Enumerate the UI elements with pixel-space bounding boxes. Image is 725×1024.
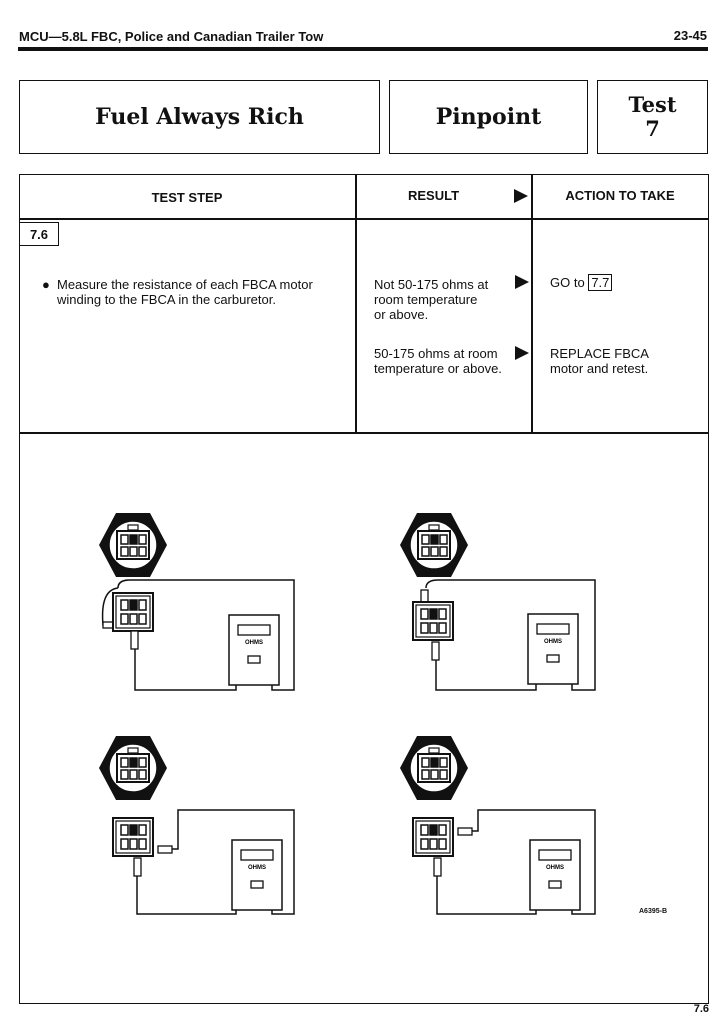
figure-code: A6395-B: [639, 908, 668, 915]
action-1: GO to 7.7: [550, 274, 613, 291]
action-line: REPLACE FBCA: [550, 346, 649, 361]
column-divider-1: [355, 174, 357, 433]
ohmmeter: [231, 839, 283, 911]
result-2: 50-175 ohms at room temperature or above…: [374, 346, 519, 376]
ohmmeter: [228, 614, 280, 686]
test-step-text: ● Measure the resistance of each FBCA mo…: [42, 277, 352, 307]
result-line: or above.: [374, 307, 429, 322]
test-step-line: Measure the resistance of each FBCA moto…: [57, 277, 313, 292]
table-figure-divider: [19, 432, 709, 434]
arrow-icon: [515, 275, 529, 289]
result-line: 50-175 ohms at room: [374, 346, 498, 361]
action-line: motor and retest.: [550, 361, 649, 376]
connector-end-view: [399, 735, 469, 801]
page-number: 23-45: [673, 28, 707, 43]
action-text: GO to: [550, 275, 585, 290]
header-rule: [18, 47, 708, 51]
meter-label: OHMS: [245, 640, 263, 646]
connector-end-view: [98, 512, 168, 578]
table-header-divider: [19, 218, 709, 220]
test-label: Test: [628, 92, 677, 117]
meter-label: OHMS: [248, 865, 266, 871]
ohmmeter: [527, 613, 579, 685]
connector-end-view: [399, 512, 469, 578]
result-line: Not 50-175 ohms at: [374, 277, 489, 292]
arrow-icon: [515, 346, 529, 360]
section-title: MCU—5.8L FBC, Police and Canadian Traile…: [19, 29, 324, 44]
test-step-line: winding to the FBCA in the carburetor.: [57, 292, 276, 307]
result-line: room temperature: [374, 292, 478, 307]
footer-page-ref: 7.6: [693, 1003, 709, 1015]
col-header-action: ACTION TO TAKE: [565, 188, 675, 203]
col-header-result: RESULT: [407, 188, 460, 203]
column-divider-2: [531, 174, 533, 433]
fbca-connector: [112, 592, 154, 632]
meter-label: OHMS: [544, 639, 562, 645]
fbca-connector: [412, 817, 454, 857]
connector-end-view: [98, 735, 168, 801]
bullet-icon: ●: [42, 277, 50, 292]
arrow-icon: [514, 189, 528, 203]
action-2: REPLACE FBCA motor and retest.: [550, 346, 649, 376]
meter-label: OHMS: [546, 865, 564, 871]
test-number-box: Test 7: [597, 80, 708, 154]
result-1: Not 50-175 ohms at room temperature or a…: [374, 277, 514, 322]
fbca-connector: [112, 817, 154, 857]
pinpoint-title: Pinpoint: [389, 80, 588, 154]
ohmmeter: [529, 839, 581, 911]
test-number: 7: [645, 116, 660, 141]
fbca-connector: [412, 601, 454, 641]
col-header-test-step: TEST STEP: [151, 190, 223, 205]
result-line: temperature or above.: [374, 361, 502, 376]
problem-title: Fuel Always Rich: [19, 80, 380, 154]
step-reference[interactable]: 7.7: [588, 274, 613, 291]
step-id: 7.6: [19, 222, 59, 246]
test-table: [19, 174, 709, 1004]
